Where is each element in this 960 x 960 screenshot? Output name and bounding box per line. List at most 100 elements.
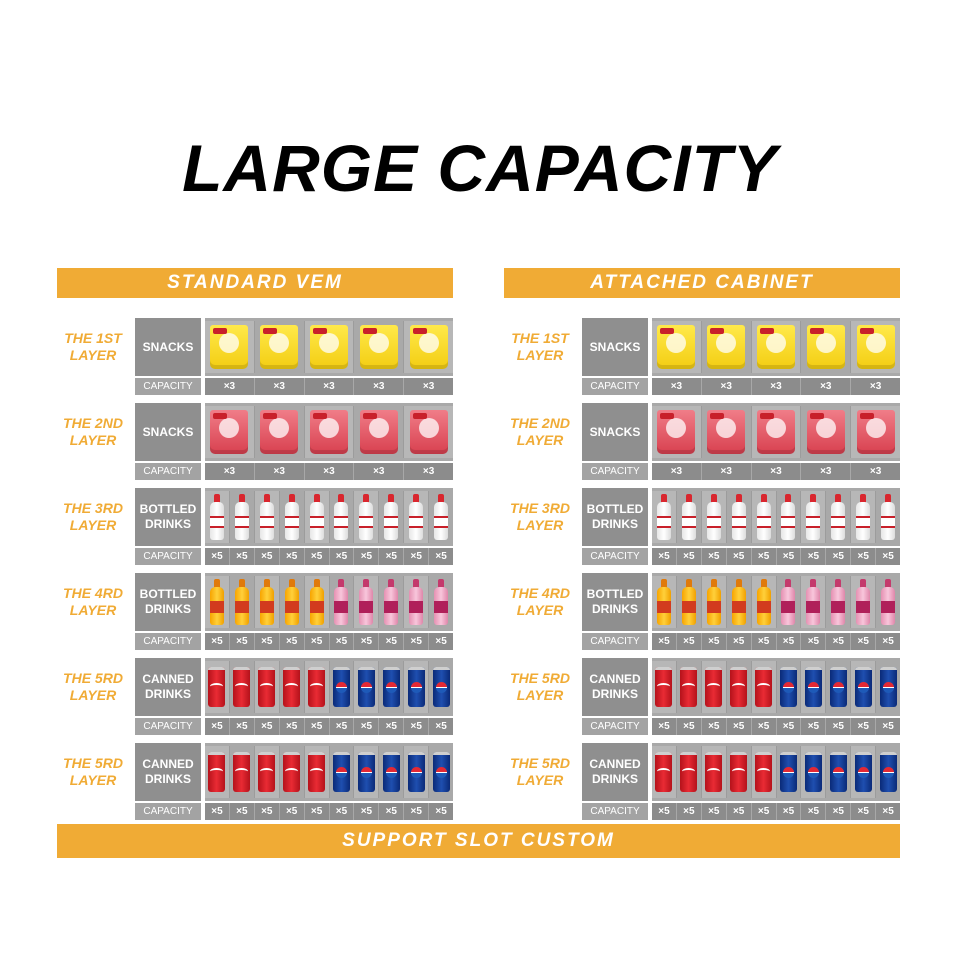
cola-can-icon (730, 752, 748, 792)
pepsi-can-icon (332, 667, 350, 707)
capacity-row: CAPACITY×3×3×3×3×3 (57, 378, 453, 395)
capacity-value: ×5 (205, 548, 230, 565)
product-slot (230, 576, 255, 628)
capacity-value: ×5 (354, 548, 380, 565)
pink-drink-bottle-icon (409, 579, 424, 625)
product-slot (404, 406, 453, 458)
capacity-value: ×5 (801, 718, 827, 735)
product-slot (205, 576, 230, 628)
layer-label: THE 1ST LAYER (64, 330, 122, 363)
pink-snack-bag-icon (707, 410, 746, 454)
capacity-row: CAPACITY×5×5×5×5×5×5×5×5×5×5 (57, 718, 453, 735)
product-slot (677, 576, 702, 628)
capacity-row: CAPACITY×5×5×5×5×5×5×5×5×5×5 (504, 548, 900, 565)
capacity-value: ×3 (652, 378, 702, 395)
pepsi-can-icon (382, 667, 400, 707)
product-slot (304, 746, 330, 798)
capacity-value: ×5 (404, 633, 430, 650)
orange-drink-bottle-icon (309, 579, 324, 625)
product-slot (354, 491, 380, 543)
product-slot (379, 746, 405, 798)
product-slot (826, 576, 852, 628)
product-slots (652, 743, 900, 801)
capacity-value: ×3 (702, 463, 752, 480)
capacity-value: ×5 (851, 633, 877, 650)
orange-drink-bottle-icon (259, 579, 274, 625)
yellow-snack-bag-icon (359, 325, 398, 369)
product-slot (677, 746, 702, 798)
pepsi-can-icon (779, 752, 797, 792)
capacity-value: ×5 (702, 718, 727, 735)
orange-drink-bottle-icon (681, 579, 696, 625)
pink-snack-bag-icon (260, 410, 299, 454)
capacity-value: ×5 (826, 548, 852, 565)
yellow-snack-bag-icon (806, 325, 845, 369)
capacity-value: ×5 (379, 633, 405, 650)
product-slot (876, 746, 900, 798)
water-bottle-icon (434, 494, 449, 540)
product-slot (777, 576, 802, 628)
pepsi-can-icon (879, 667, 897, 707)
capacity-cells: ×5×5×5×5×5×5×5×5×5×5 (652, 548, 900, 565)
pepsi-can-icon (407, 752, 425, 792)
capacity-value: ×5 (305, 718, 330, 735)
capacity-value: ×3 (255, 378, 305, 395)
pepsi-can-icon (829, 752, 847, 792)
cola-can-icon (755, 752, 773, 792)
capacity-value: ×5 (702, 803, 727, 820)
product-slot (751, 576, 777, 628)
capacity-value: ×5 (777, 633, 802, 650)
category-label: SNACKS (582, 403, 648, 461)
product-slot (801, 491, 827, 543)
capacity-value: ×5 (882, 551, 894, 562)
capacity-cells: ×3×3×3×3×3 (205, 463, 453, 480)
product-slot (751, 491, 777, 543)
capacity-cells: ×5×5×5×5×5×5×5×5×5×5 (205, 548, 453, 565)
capacity-value: ×5 (379, 548, 405, 565)
panel-header: ATTACHED CABINET (504, 268, 900, 298)
product-slot (304, 321, 355, 373)
capacity-value: ×5 (752, 633, 777, 650)
layer-label: THE 5RD LAYER (510, 670, 570, 703)
product-slot (280, 576, 305, 628)
layer-label: THE 3RD LAYER (510, 500, 570, 533)
product-slot (751, 406, 802, 458)
water-bottle-icon (234, 494, 249, 540)
capacity-value: ×5 (752, 548, 777, 565)
capacity-value: ×5 (677, 803, 702, 820)
capacity-label: CAPACITY (135, 548, 201, 565)
capacity-row: CAPACITY×5×5×5×5×5×5×5×5×5×5 (57, 548, 453, 565)
layer-label: THE 1ST LAYER (511, 330, 569, 363)
layer-label: THE 2ND LAYER (510, 415, 570, 448)
capacity-cells: ×5×5×5×5×5×5×5×5×5×5 (652, 633, 900, 650)
product-slot (255, 406, 305, 458)
water-bottle-icon (731, 494, 746, 540)
category-label: BOTTLED DRINKS (135, 573, 201, 631)
cola-can-icon (680, 667, 698, 707)
cola-can-icon (655, 667, 673, 707)
capacity-value: ×5 (882, 636, 894, 647)
category-label: CANNED DRINKS (135, 743, 201, 801)
category-label: CANNED DRINKS (582, 658, 648, 716)
capacity-value: ×5 (801, 548, 827, 565)
product-slot (304, 661, 330, 713)
capacity-value: ×5 (404, 548, 430, 565)
cola-can-icon (655, 752, 673, 792)
cola-can-icon (233, 752, 251, 792)
orange-drink-bottle-icon (656, 579, 671, 625)
product-slot (851, 406, 900, 458)
pepsi-can-icon (879, 752, 897, 792)
capacity-value: ×5 (702, 548, 727, 565)
capacity-value: ×5 (354, 803, 380, 820)
capacity-value: ×3 (205, 378, 255, 395)
product-slot (876, 661, 900, 713)
